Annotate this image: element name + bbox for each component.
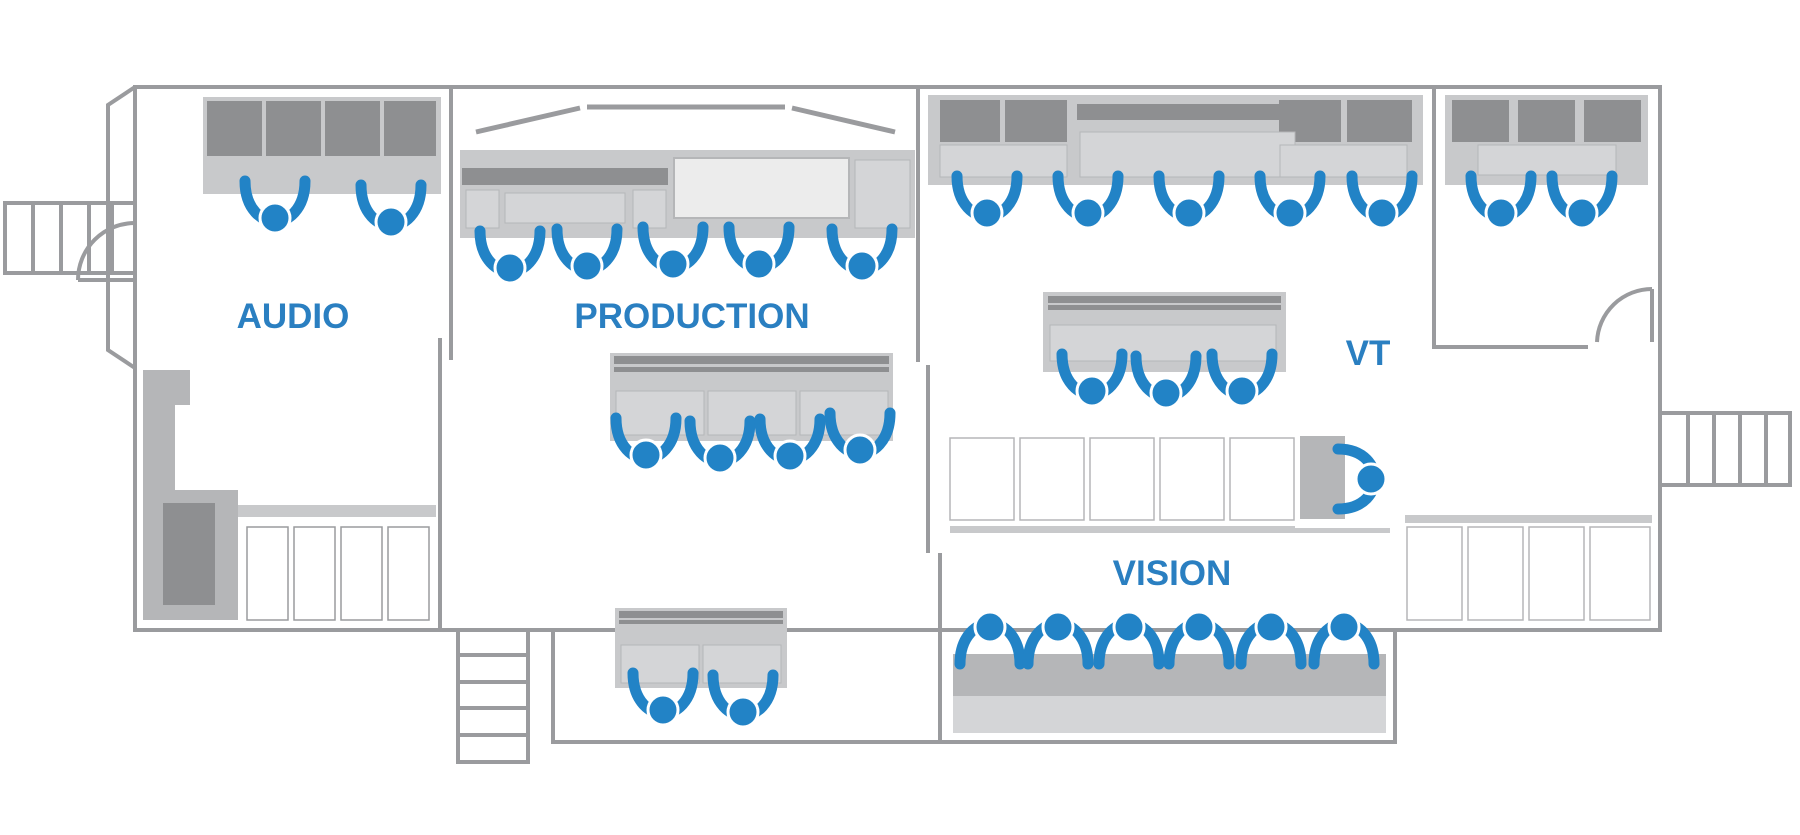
bottom-annexes (551, 630, 1397, 744)
operator-head (258, 201, 292, 235)
seated-operator-icon (1332, 443, 1388, 515)
vt-top-desk (928, 95, 1423, 185)
operator-head (1565, 196, 1599, 230)
operator-head (570, 249, 604, 283)
seated-operator-icon (1346, 170, 1418, 230)
operator-head (1075, 374, 1109, 408)
vt-middle-desk (1043, 292, 1286, 372)
seated-operator-icon (1022, 610, 1094, 670)
audio-racks (246, 526, 430, 621)
seated-operator-icon (610, 412, 682, 472)
vt-corner-desk (1445, 95, 1648, 185)
operator-head (1327, 610, 1361, 644)
seated-operator-icon (1308, 610, 1380, 670)
audio-equipment-corner (143, 370, 436, 620)
operator-head (646, 693, 680, 727)
operator-head (703, 441, 737, 475)
operator-head (1254, 610, 1288, 644)
stairs-right (1658, 411, 1792, 487)
seated-operator-icon (239, 175, 311, 235)
seated-operator-icon (1153, 170, 1225, 230)
vt-side-racks (1405, 515, 1652, 621)
operator-head (656, 247, 690, 281)
room-label-audio: AUDIO (237, 297, 350, 336)
seated-operator-icon (684, 415, 756, 475)
operator-head (1112, 610, 1146, 644)
seated-operator-icon (1052, 170, 1124, 230)
operator-head (1225, 374, 1259, 408)
seated-operator-icon (1093, 610, 1165, 670)
operator-head (1182, 610, 1216, 644)
operator-head (1071, 196, 1105, 230)
door-swing-icon (76, 221, 136, 282)
operator-head (845, 249, 879, 283)
operators (239, 170, 1618, 729)
seated-operator-icon (723, 221, 795, 281)
seated-operator-icon (1465, 170, 1537, 230)
operator-head (1172, 196, 1206, 230)
room-label-vision: VISION (1113, 554, 1232, 593)
seated-operator-icon (637, 221, 709, 281)
seated-operator-icon (1254, 170, 1326, 230)
vision-racks (949, 436, 1390, 533)
seated-operator-icon (824, 407, 896, 467)
seated-operator-icon (551, 223, 623, 283)
seated-operator-icon (474, 225, 546, 285)
audio-monitor-wall (203, 97, 441, 194)
seated-operator-icon (1163, 610, 1235, 670)
operator-head (726, 695, 760, 729)
seated-operator-icon (1235, 610, 1307, 670)
stairs-bottom (456, 628, 530, 764)
seated-operator-icon (826, 223, 898, 283)
operator-head (493, 251, 527, 285)
operator-head (1484, 196, 1518, 230)
operator-head (1354, 462, 1388, 496)
seated-operator-icon (355, 179, 427, 239)
operator-head (970, 196, 1004, 230)
operator-head (629, 438, 663, 472)
seated-operator-icon (1056, 348, 1128, 408)
seated-operator-icon (1206, 348, 1278, 408)
internal-walls (438, 89, 1654, 628)
production-main-desk (460, 150, 915, 238)
production-annex-desk (615, 608, 787, 688)
operator-head (773, 439, 807, 473)
operator-head (1365, 196, 1399, 230)
room-label-production: PRODUCTION (574, 297, 809, 336)
seated-operator-icon (1130, 350, 1202, 410)
operator-head (374, 205, 408, 239)
seated-operator-icon (1546, 170, 1618, 230)
operator-head (1149, 376, 1183, 410)
production-video-wall (475, 104, 896, 135)
seated-operator-icon (954, 610, 1026, 670)
seated-operator-icon (627, 667, 699, 727)
operator-head (973, 610, 1007, 644)
room-label-vt: VT (1346, 334, 1391, 373)
operator-head (1041, 610, 1075, 644)
seated-operator-icon (707, 669, 779, 729)
seated-operator-icon (951, 170, 1023, 230)
seated-operator-icon (754, 413, 826, 473)
operator-head (742, 247, 776, 281)
stairs-left (3, 201, 137, 275)
operator-head (843, 433, 877, 467)
operator-head (1273, 196, 1307, 230)
